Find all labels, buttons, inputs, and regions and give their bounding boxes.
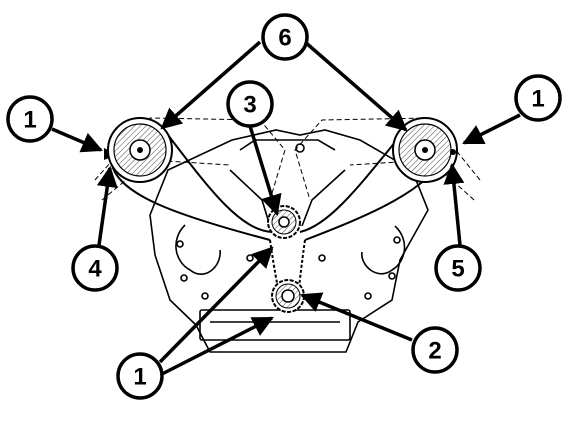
left-camshaft-sprocket — [104, 117, 173, 183]
callout-5-label: 5 — [451, 256, 464, 283]
leader-4 — [96, 165, 118, 246]
leader-lines — [51, 40, 521, 376]
callout-4-label: 4 — [88, 256, 102, 283]
leader-1-left — [51, 127, 103, 153]
callout-1-bottom-label: 1 — [133, 364, 146, 391]
engine-block — [149, 129, 429, 353]
leader-1-bottom-b — [161, 316, 274, 376]
callout-1-right-circle — [514, 74, 562, 122]
callout-1-left-circle — [6, 95, 54, 143]
callout-2-circle — [411, 326, 459, 374]
callout-circles — [6, 13, 562, 400]
leader-5 — [443, 162, 465, 246]
callout-4-circle — [71, 244, 119, 292]
right-camshaft-sprocket — [392, 117, 458, 183]
callout-6-label: 6 — [278, 25, 291, 52]
crankshaft-sprocket — [271, 279, 305, 313]
callout-6-circle — [261, 13, 309, 61]
leader-1-bottom-a — [158, 246, 274, 364]
leader-6-left — [160, 40, 262, 130]
leader-6-right — [303, 40, 408, 132]
leader-1-right — [462, 113, 521, 145]
callout-5-circle — [434, 244, 482, 292]
callout-3-circle — [226, 80, 274, 128]
idler-sprocket — [267, 205, 301, 239]
callout-1-right-label: 1 — [531, 86, 544, 113]
callout-1-bottom-circle — [116, 352, 164, 400]
leader-2 — [300, 292, 413, 342]
leader-3 — [248, 125, 282, 217]
callout-3-label: 3 — [243, 92, 256, 119]
callout-1-left-label: 1 — [23, 107, 36, 134]
callout-2-label: 2 — [428, 338, 441, 365]
